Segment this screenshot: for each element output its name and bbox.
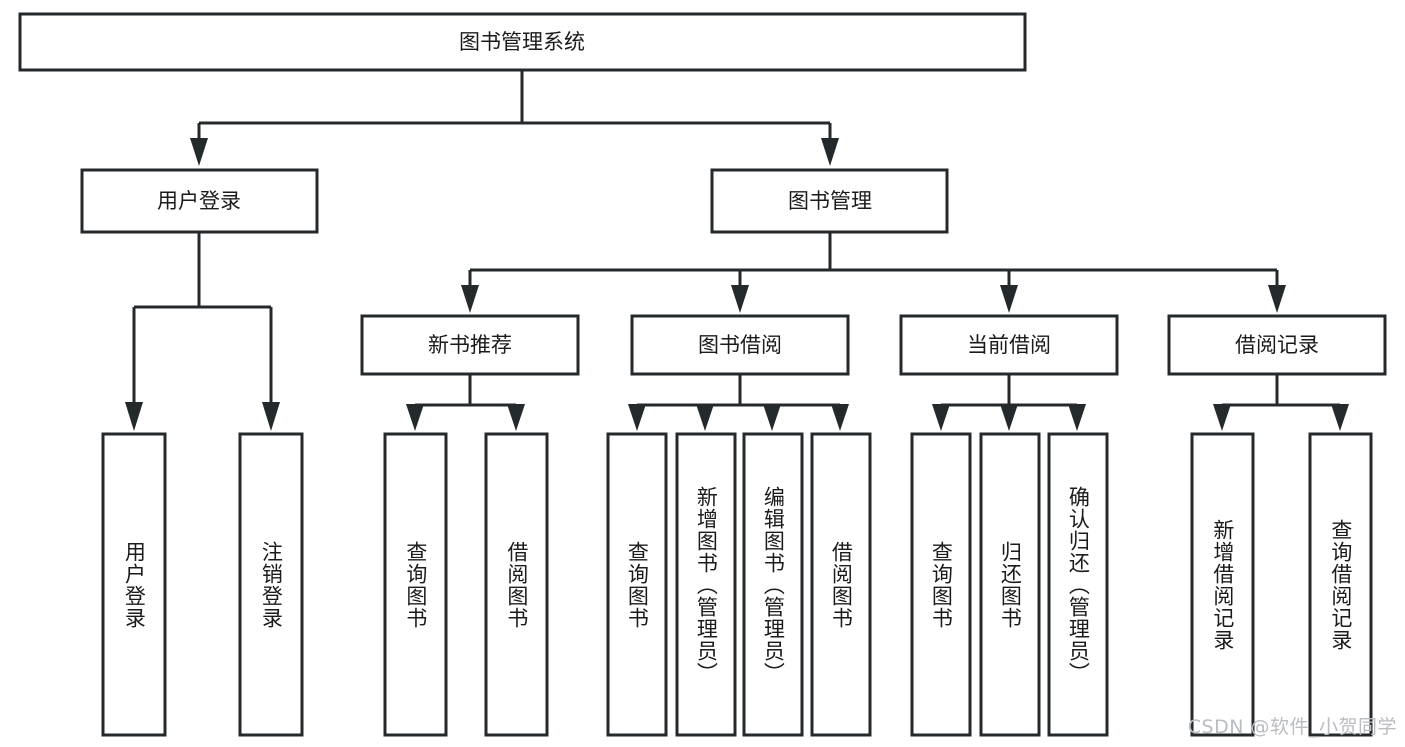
arrow-head-to-leaf-nbr-1: [406, 404, 424, 431]
node-root-label: 图书管理系统: [459, 30, 585, 54]
leaf-bb-query-book[interactable]: [606, 432, 668, 737]
node-book-management-label: 图书管理: [788, 189, 872, 213]
arrow-head-to-current-borrow: [1000, 285, 1018, 313]
leaf-bb-add-book-admin[interactable]: [675, 432, 737, 737]
arrow-head-to-book-borrow: [731, 285, 749, 313]
node-current-borrow[interactable]: [899, 314, 1119, 376]
arrow-head-to-leaf-bb-4: [831, 404, 849, 431]
node-borrow-records[interactable]: [1167, 314, 1387, 376]
leaf-cb-query-book[interactable]: [910, 432, 972, 737]
node-book-management[interactable]: [710, 168, 949, 234]
watermark-text: CSDN @软件_小贺同学: [1187, 716, 1397, 738]
leaf-user-login[interactable]: [101, 432, 167, 737]
arrow-head-to-user-login: [190, 138, 208, 166]
node-new-book-recommend[interactable]: [360, 314, 580, 376]
leaf-logout[interactable]: [238, 432, 304, 737]
node-current-borrow-label: 当前借阅: [967, 333, 1051, 357]
node-book-borrow-label: 图书借阅: [698, 333, 782, 357]
leaf-cb-return-book[interactable]: [979, 432, 1041, 737]
node-user-login-label: 用户登录: [157, 189, 241, 213]
arrow-head-to-leaf-logout: [262, 402, 280, 431]
leaf-bb-edit-book-admin[interactable]: [742, 432, 804, 737]
arrow-head-to-leaf-cb-3: [1068, 404, 1086, 431]
arrow-head-to-leaf-br-2: [1331, 404, 1349, 431]
arrow-head-to-leaf-br-1: [1213, 404, 1231, 431]
node-root-book-management-system[interactable]: [18, 12, 1027, 72]
leaf-cb-confirm-return-admin[interactable]: [1047, 432, 1109, 737]
leaf-br-add-record[interactable]: [1190, 432, 1255, 737]
arrow-head-to-borrow-records: [1268, 285, 1286, 313]
leaf-nbr-query-book[interactable]: [383, 432, 448, 737]
arrow-head-to-new-book-recommend: [461, 285, 479, 313]
arrow-head-to-leaf-user-login: [125, 402, 143, 431]
arrow-head-to-leaf-bb-1: [628, 404, 646, 431]
arrow-head-to-leaf-bb-2: [696, 404, 714, 431]
node-book-borrow[interactable]: [630, 314, 850, 376]
node-borrow-records-label: 借阅记录: [1235, 333, 1319, 357]
leaf-br-query-record[interactable]: [1308, 432, 1373, 737]
arrow-head-to-leaf-bb-3: [763, 404, 781, 431]
arrow-head-to-book-management: [821, 138, 839, 166]
arrow-head-to-leaf-cb-2: [1000, 404, 1018, 431]
arrow-head-to-leaf-nbr-2: [507, 404, 525, 431]
leaf-bb-borrow-book[interactable]: [810, 432, 872, 737]
arrow-head-to-leaf-cb-1: [932, 404, 950, 431]
node-new-book-recommend-label: 新书推荐: [428, 333, 512, 357]
leaf-nbr-borrow-book[interactable]: [484, 432, 549, 737]
